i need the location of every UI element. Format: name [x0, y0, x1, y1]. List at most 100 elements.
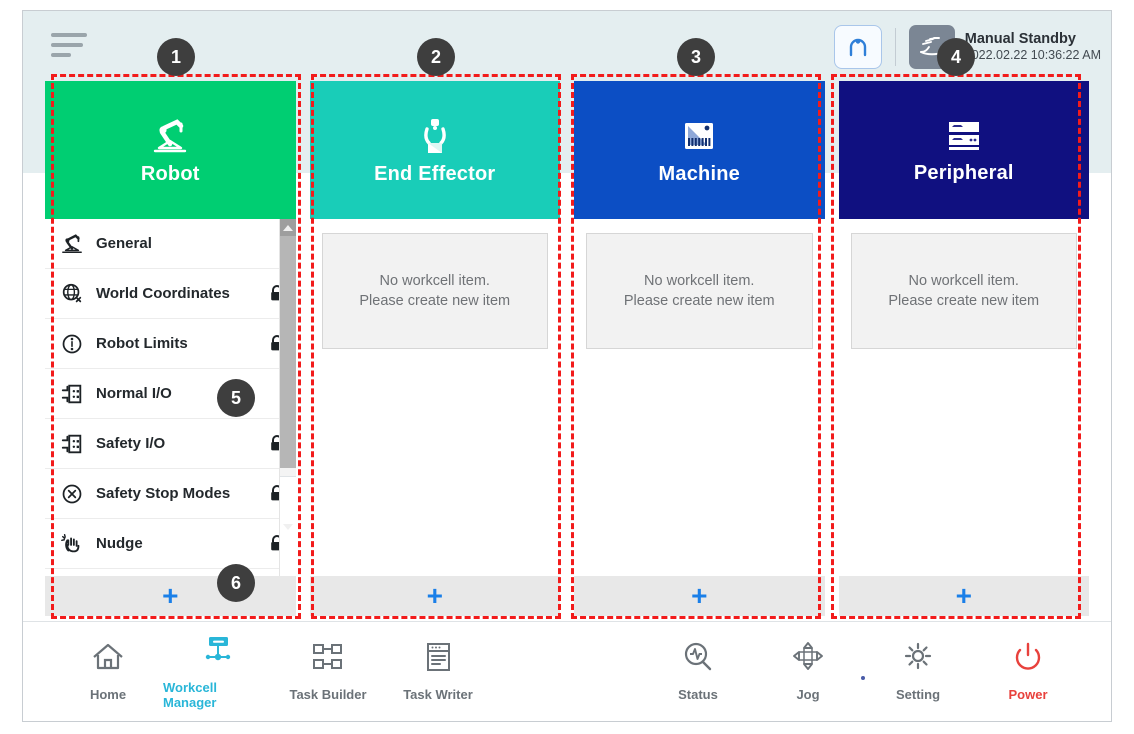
empty-line-2: Please create new item [623, 293, 775, 309]
nav-item-label: Jog [796, 687, 820, 702]
nav-item-label: Setting [895, 687, 941, 702]
peripheral-add-button[interactable]: + [838, 576, 1089, 616]
annotation-badge-6: 6 [217, 564, 255, 602]
robot-list-item-safety-stop-modes[interactable]: Safety Stop Modes [45, 469, 296, 519]
robot-state-title: Manual Standby [964, 31, 1076, 48]
peripheral-card-body: No workcell item. Please create new item [838, 219, 1089, 576]
empty-state-message: No workcell item. Please create new item [586, 233, 813, 349]
plus-icon: + [691, 580, 708, 611]
empty-line-2: Please create new item [359, 293, 511, 309]
end-effector-card-title: End Effector [374, 162, 496, 185]
robot-list-scrollbar[interactable] [278, 219, 296, 576]
bottom-nav-right-group: Status Jog Setting Power [643, 641, 1111, 702]
robot-list-item-nudge[interactable]: Nudge [45, 519, 296, 569]
robot-list-item-label: General [96, 235, 152, 252]
empty-line-1: No workcell item. [908, 273, 1019, 289]
robot-add-button[interactable]: + [45, 576, 296, 616]
annotation-badge-3: 3 [677, 38, 715, 76]
nav-item-status[interactable]: Status [643, 641, 753, 702]
io-port-icon [57, 380, 87, 408]
plus-icon: + [426, 580, 443, 611]
empty-line-2: Please create new item [888, 293, 1040, 309]
robot-list-item-label: Normal I/O [96, 385, 172, 402]
plus-icon: + [162, 580, 179, 611]
robot-card-title: Robot [140, 162, 200, 185]
machine-add-button[interactable]: + [574, 576, 825, 616]
robot-list-item-normal-i-o[interactable]: Normal I/O [45, 369, 296, 419]
robot-list-item-label: Safety I/O [96, 435, 166, 452]
nav-item-home[interactable]: Home [53, 634, 163, 710]
gear-icon [901, 641, 935, 678]
robot-card-header[interactable]: Robot [45, 81, 296, 219]
nav-item-label: Status [678, 687, 718, 702]
peripheral-card-header[interactable]: Peripheral [838, 81, 1089, 219]
nav-item-power[interactable]: Power [973, 641, 1083, 702]
nav-item-setting[interactable]: Setting [863, 641, 973, 702]
end-effector-add-button[interactable]: + [309, 576, 560, 616]
task-writer-icon [421, 641, 455, 678]
empty-line-1: No workcell item. [379, 273, 490, 289]
workcell-manager-screen: Manual Standby 2022.02.22 10:36:22 AM Ro… [22, 10, 1112, 722]
robot-list-item-label: Nudge [96, 535, 143, 552]
workcell-card-machine: Machine No workcell item. Please create … [574, 81, 825, 616]
task-builder-icon [311, 641, 345, 678]
workcell-card-peripheral: Peripheral No workcell item. Please crea… [838, 81, 1089, 616]
machine-icon [685, 122, 714, 149]
peripheral-rack-icon [948, 121, 979, 150]
scrollbar-thumb[interactable] [279, 236, 296, 468]
workcell-icon [201, 634, 235, 671]
end-effector-card-header[interactable]: End Effector [309, 81, 560, 219]
power-icon [1011, 641, 1045, 678]
plus-icon: + [955, 580, 972, 611]
robot-arm-icon [154, 118, 187, 152]
gripper-icon [424, 118, 446, 153]
robot-arm-icon [57, 230, 87, 258]
scroll-up-icon[interactable] [279, 219, 296, 236]
robot-state-text: Manual Standby 2022.02.22 10:36:22 AM [965, 30, 1101, 64]
robot-list-item-label: World Coordinates [96, 285, 230, 302]
globe-axis-icon [57, 280, 87, 308]
robot-list-item-label: Safety Stop Modes [96, 485, 231, 502]
nav-item-jog[interactable]: Jog [753, 641, 863, 702]
hand-nudge-icon [57, 530, 87, 558]
nav-item-label: Task Writer [403, 687, 473, 702]
nav-separator-dot [861, 675, 865, 680]
robot-list-item-general[interactable]: General [45, 219, 296, 269]
nav-item-label: Workcell Manager [163, 679, 217, 710]
nav-item-label: Power [1008, 687, 1048, 702]
cobot-mode-icon[interactable] [833, 25, 882, 69]
machine-card-header[interactable]: Machine [574, 81, 825, 219]
empty-line-1: No workcell item. [644, 273, 755, 289]
annotation-badge-5: 5 [217, 379, 255, 417]
jog-dpad-icon [791, 641, 825, 678]
nav-item-task-writer[interactable]: Task Writer [383, 634, 493, 710]
workcell-card-end-effector: End Effector No workcell item. Please cr… [309, 81, 560, 616]
robot-list-item-robot-limits[interactable]: Robot Limits [45, 319, 296, 369]
empty-state-message: No workcell item. Please create new item [850, 233, 1077, 349]
empty-state-message: No workcell item. Please create new item [321, 233, 548, 349]
header-divider [894, 28, 896, 66]
machine-card-title: Machine [658, 162, 740, 185]
peripheral-card-title: Peripheral [913, 161, 1014, 184]
robot-state-timestamp: 2022.02.22 10:36:22 AM [964, 48, 1101, 63]
robot-list-item-label: Robot Limits [96, 335, 188, 352]
end-effector-card-body: No workcell item. Please create new item [309, 219, 560, 576]
robot-list-item-safety-i-o[interactable]: Safety I/O [45, 419, 296, 469]
machine-card-body: No workcell item. Please create new item [574, 219, 825, 576]
nav-item-label: Home [89, 687, 127, 702]
robot-list-item-world-coordinates[interactable]: World Coordinates [45, 269, 296, 319]
nav-item-workcell-manager[interactable]: Workcell Manager [163, 634, 273, 710]
scroll-down-icon[interactable] [279, 476, 296, 576]
io-port-icon [57, 430, 87, 458]
annotation-badge-1: 1 [157, 38, 195, 76]
status-scope-icon [681, 641, 715, 678]
hamburger-menu-icon[interactable] [51, 33, 91, 63]
home-icon [91, 641, 125, 678]
nav-item-task-builder[interactable]: Task Builder [273, 634, 383, 710]
